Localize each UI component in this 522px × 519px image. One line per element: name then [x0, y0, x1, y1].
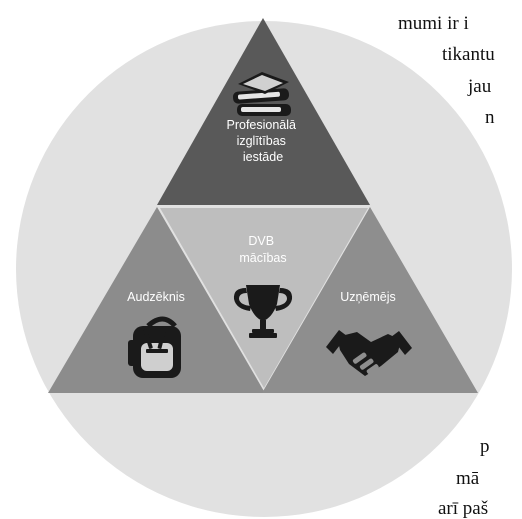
handshake-icon [326, 330, 412, 376]
right-label: Uzņēmējs [340, 290, 396, 304]
background-text-line: arī paš [438, 498, 489, 519]
top-label-line: iestāde [243, 150, 283, 164]
left-triangle [48, 207, 265, 393]
top-label-line: Profesionālā [227, 118, 297, 132]
background-text-line: p [480, 436, 490, 457]
center-label-line: mācības [239, 251, 286, 265]
background-text-line: jau [468, 76, 492, 97]
background-text-line: tikantu [442, 44, 495, 65]
background-text-line: mumi ir i [398, 13, 469, 34]
left-label: Audzēknis [127, 290, 185, 304]
right-triangle [262, 207, 478, 393]
center-label: DVB mācības [239, 234, 286, 265]
backpack-icon [128, 316, 181, 378]
background-text-line: mā [456, 468, 480, 489]
trophy-icon [233, 285, 293, 338]
top-label: Profesionālā izglītības iestāde [227, 118, 300, 164]
background-text-line: n [485, 107, 495, 128]
top-label-line: izglītības [237, 134, 286, 148]
center-label-line: DVB [248, 234, 274, 248]
books-icon [232, 72, 291, 116]
